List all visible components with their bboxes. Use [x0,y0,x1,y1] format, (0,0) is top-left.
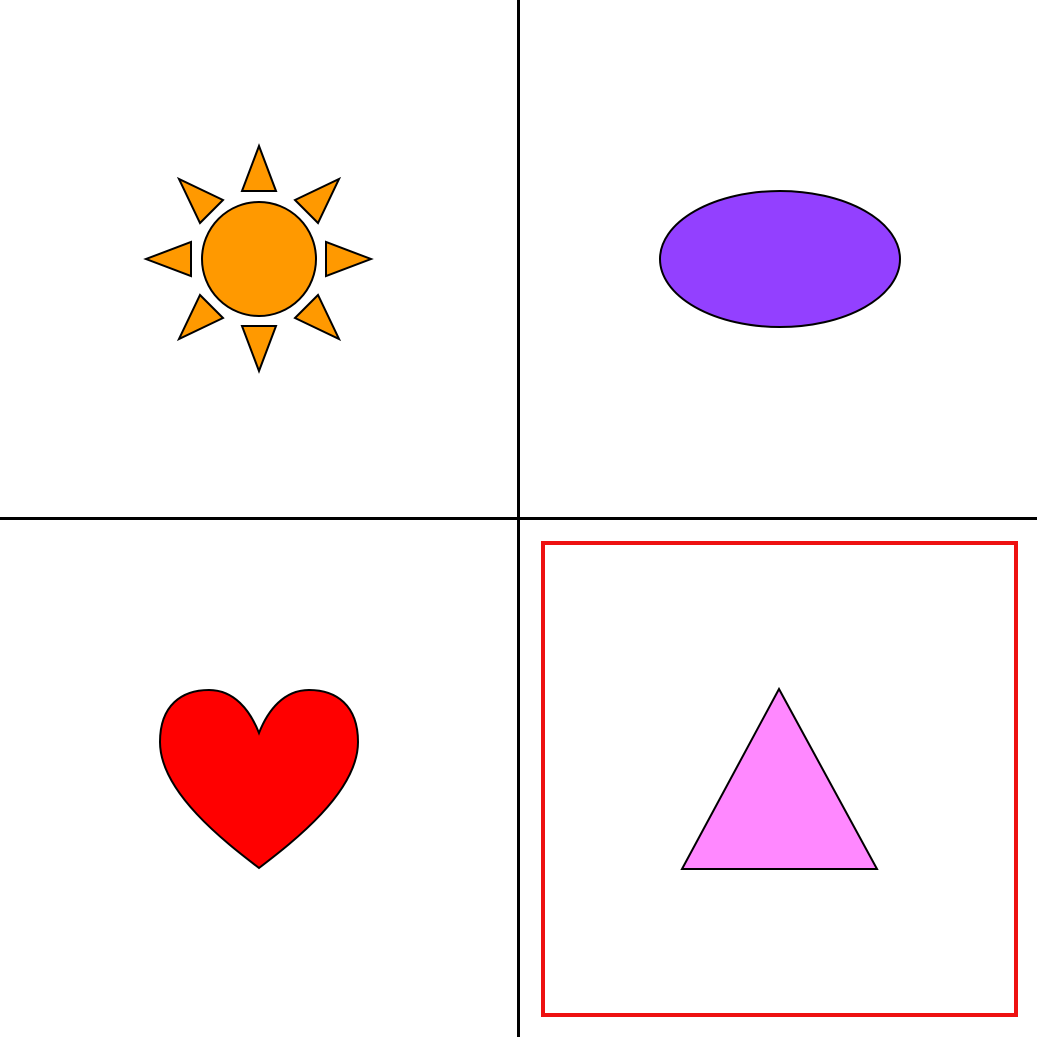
sun-ray [240,143,278,192]
sun-ray [176,176,225,225]
sun-ray [325,240,374,278]
sun-ray [240,325,278,374]
sun-icon [143,143,374,374]
sun-core [201,201,317,317]
sun-ray [293,293,342,342]
triangle-shape [680,686,879,870]
selection-highlight [541,541,1018,1017]
sun-ray [293,176,342,225]
heart-icon [158,688,360,870]
sun-ray [176,293,225,342]
sun-ray [143,240,192,278]
ellipse-shape [659,190,901,328]
